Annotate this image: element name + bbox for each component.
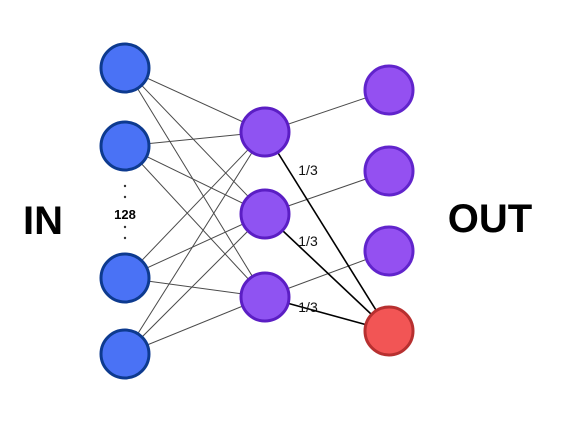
hidden-layer xyxy=(239,106,291,323)
output-node xyxy=(363,225,415,277)
edge xyxy=(124,67,266,215)
edge xyxy=(124,131,266,279)
hidden-node xyxy=(239,106,291,158)
input-label: IN xyxy=(23,199,63,243)
weighted-edge xyxy=(264,131,390,332)
edge xyxy=(124,67,266,298)
input-node xyxy=(99,328,151,380)
edge xyxy=(124,67,266,133)
output-label: OUT xyxy=(448,197,532,241)
ellipsis-dot xyxy=(123,195,127,199)
edge xyxy=(124,213,266,355)
output-node xyxy=(363,145,415,197)
highlighted-output-node xyxy=(363,305,415,357)
ellipsis-dot xyxy=(123,184,127,188)
weight-label: 1/3 xyxy=(298,233,318,249)
edge xyxy=(124,131,266,355)
weight-labels: 1/3 1/3 1/3 xyxy=(298,162,318,315)
hidden-node xyxy=(239,271,291,323)
output-node xyxy=(363,64,415,116)
weighted-edge xyxy=(264,213,390,332)
ellipsis-dot xyxy=(123,236,127,240)
input-count-label: 128 xyxy=(114,207,136,222)
edge xyxy=(124,213,266,279)
weight-label: 1/3 xyxy=(298,299,318,315)
input-node xyxy=(99,252,151,304)
weight-label: 1/3 xyxy=(298,162,318,178)
input-layer: 128 xyxy=(99,42,151,380)
output-layer xyxy=(363,64,415,357)
input-node xyxy=(99,120,151,172)
ellipsis-dot xyxy=(123,225,127,229)
edge xyxy=(124,145,266,298)
input-node xyxy=(99,42,151,94)
edge xyxy=(124,145,266,215)
hidden-node xyxy=(239,188,291,240)
